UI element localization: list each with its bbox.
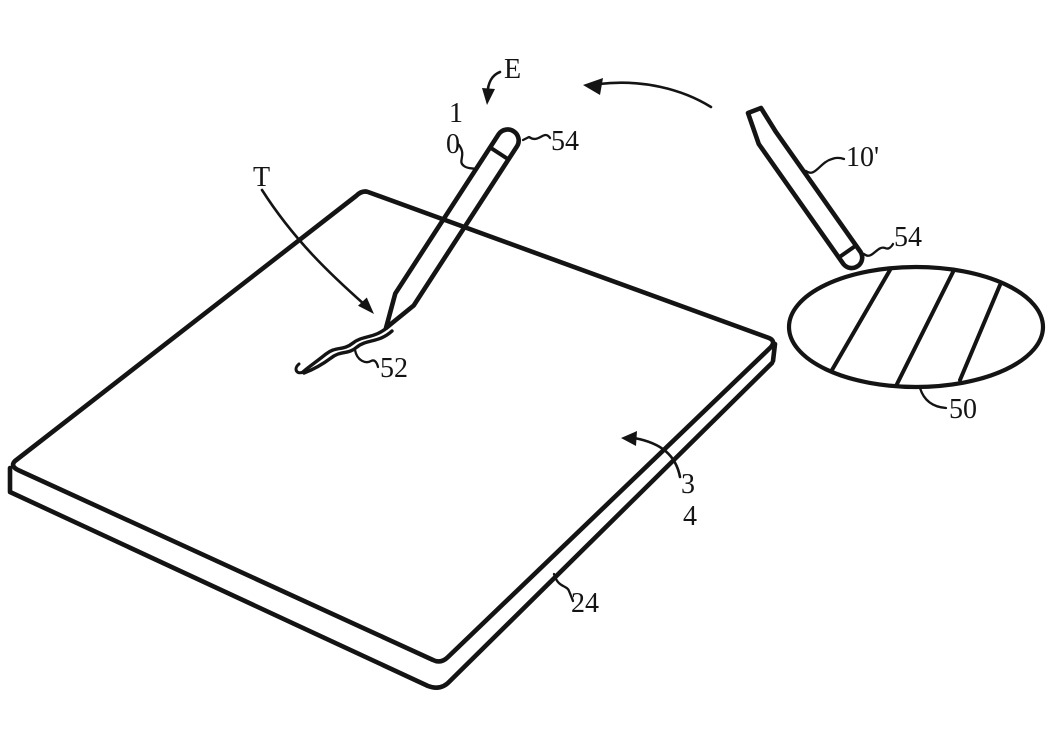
ref-label-10-prime: 10' <box>846 142 879 173</box>
leader-ref-50 <box>918 386 948 410</box>
stylus-left-body <box>383 127 521 331</box>
ref-label-e: E <box>504 54 521 85</box>
arrow-e-head <box>482 88 495 105</box>
leader-ref-10 <box>457 143 478 171</box>
leader-ref-10-prime <box>804 156 846 174</box>
arrow-t-head <box>358 297 374 314</box>
ink-trace-upper <box>301 324 391 374</box>
label-group: E 1 0 54 T 52 10' 54 50 3 4 24 <box>253 54 977 619</box>
arrow-surface-head <box>621 431 637 446</box>
line-art-group <box>7 70 1046 690</box>
ref-label-t: T <box>253 162 270 193</box>
ref-label-10-digit-1: 1 <box>449 98 463 129</box>
stylus-left-cap-line <box>488 145 511 162</box>
hatch-line-1 <box>830 268 892 372</box>
tablet-side-edges <box>7 341 778 690</box>
ref-label-50: 50 <box>949 394 977 425</box>
stylus-right-body <box>745 105 865 271</box>
ref-label-54-left: 54 <box>551 126 579 157</box>
hatch-line-2 <box>895 270 955 386</box>
ref-label-54-right: 54 <box>894 222 922 253</box>
arrow-transition-head <box>583 78 603 95</box>
leader-ref-54-right <box>862 242 895 257</box>
detail-ellipse <box>786 264 1046 390</box>
ref-label-24: 24 <box>571 588 599 619</box>
ink-trace-end-flick <box>294 362 305 375</box>
arrow-surface-shaft <box>632 436 682 479</box>
ref-label-10-digit-2: 0 <box>446 129 460 160</box>
ref-label-34-digit-1: 3 <box>681 469 695 500</box>
hatch-line-3 <box>958 283 1002 382</box>
leader-ref-54-left <box>521 133 552 142</box>
arrow-t-shaft <box>260 188 367 307</box>
ink-trace-lower <box>302 329 394 375</box>
tablet-top-surface <box>10 189 776 664</box>
ref-label-52: 52 <box>380 353 408 384</box>
ref-label-34-digit-2: 4 <box>683 501 697 532</box>
leader-ref-24 <box>552 572 575 603</box>
arrow-transition-shaft <box>597 81 713 109</box>
arrowhead-group <box>358 78 637 446</box>
stylus-right-cap-line <box>836 243 858 260</box>
leader-ref-52 <box>353 348 380 369</box>
